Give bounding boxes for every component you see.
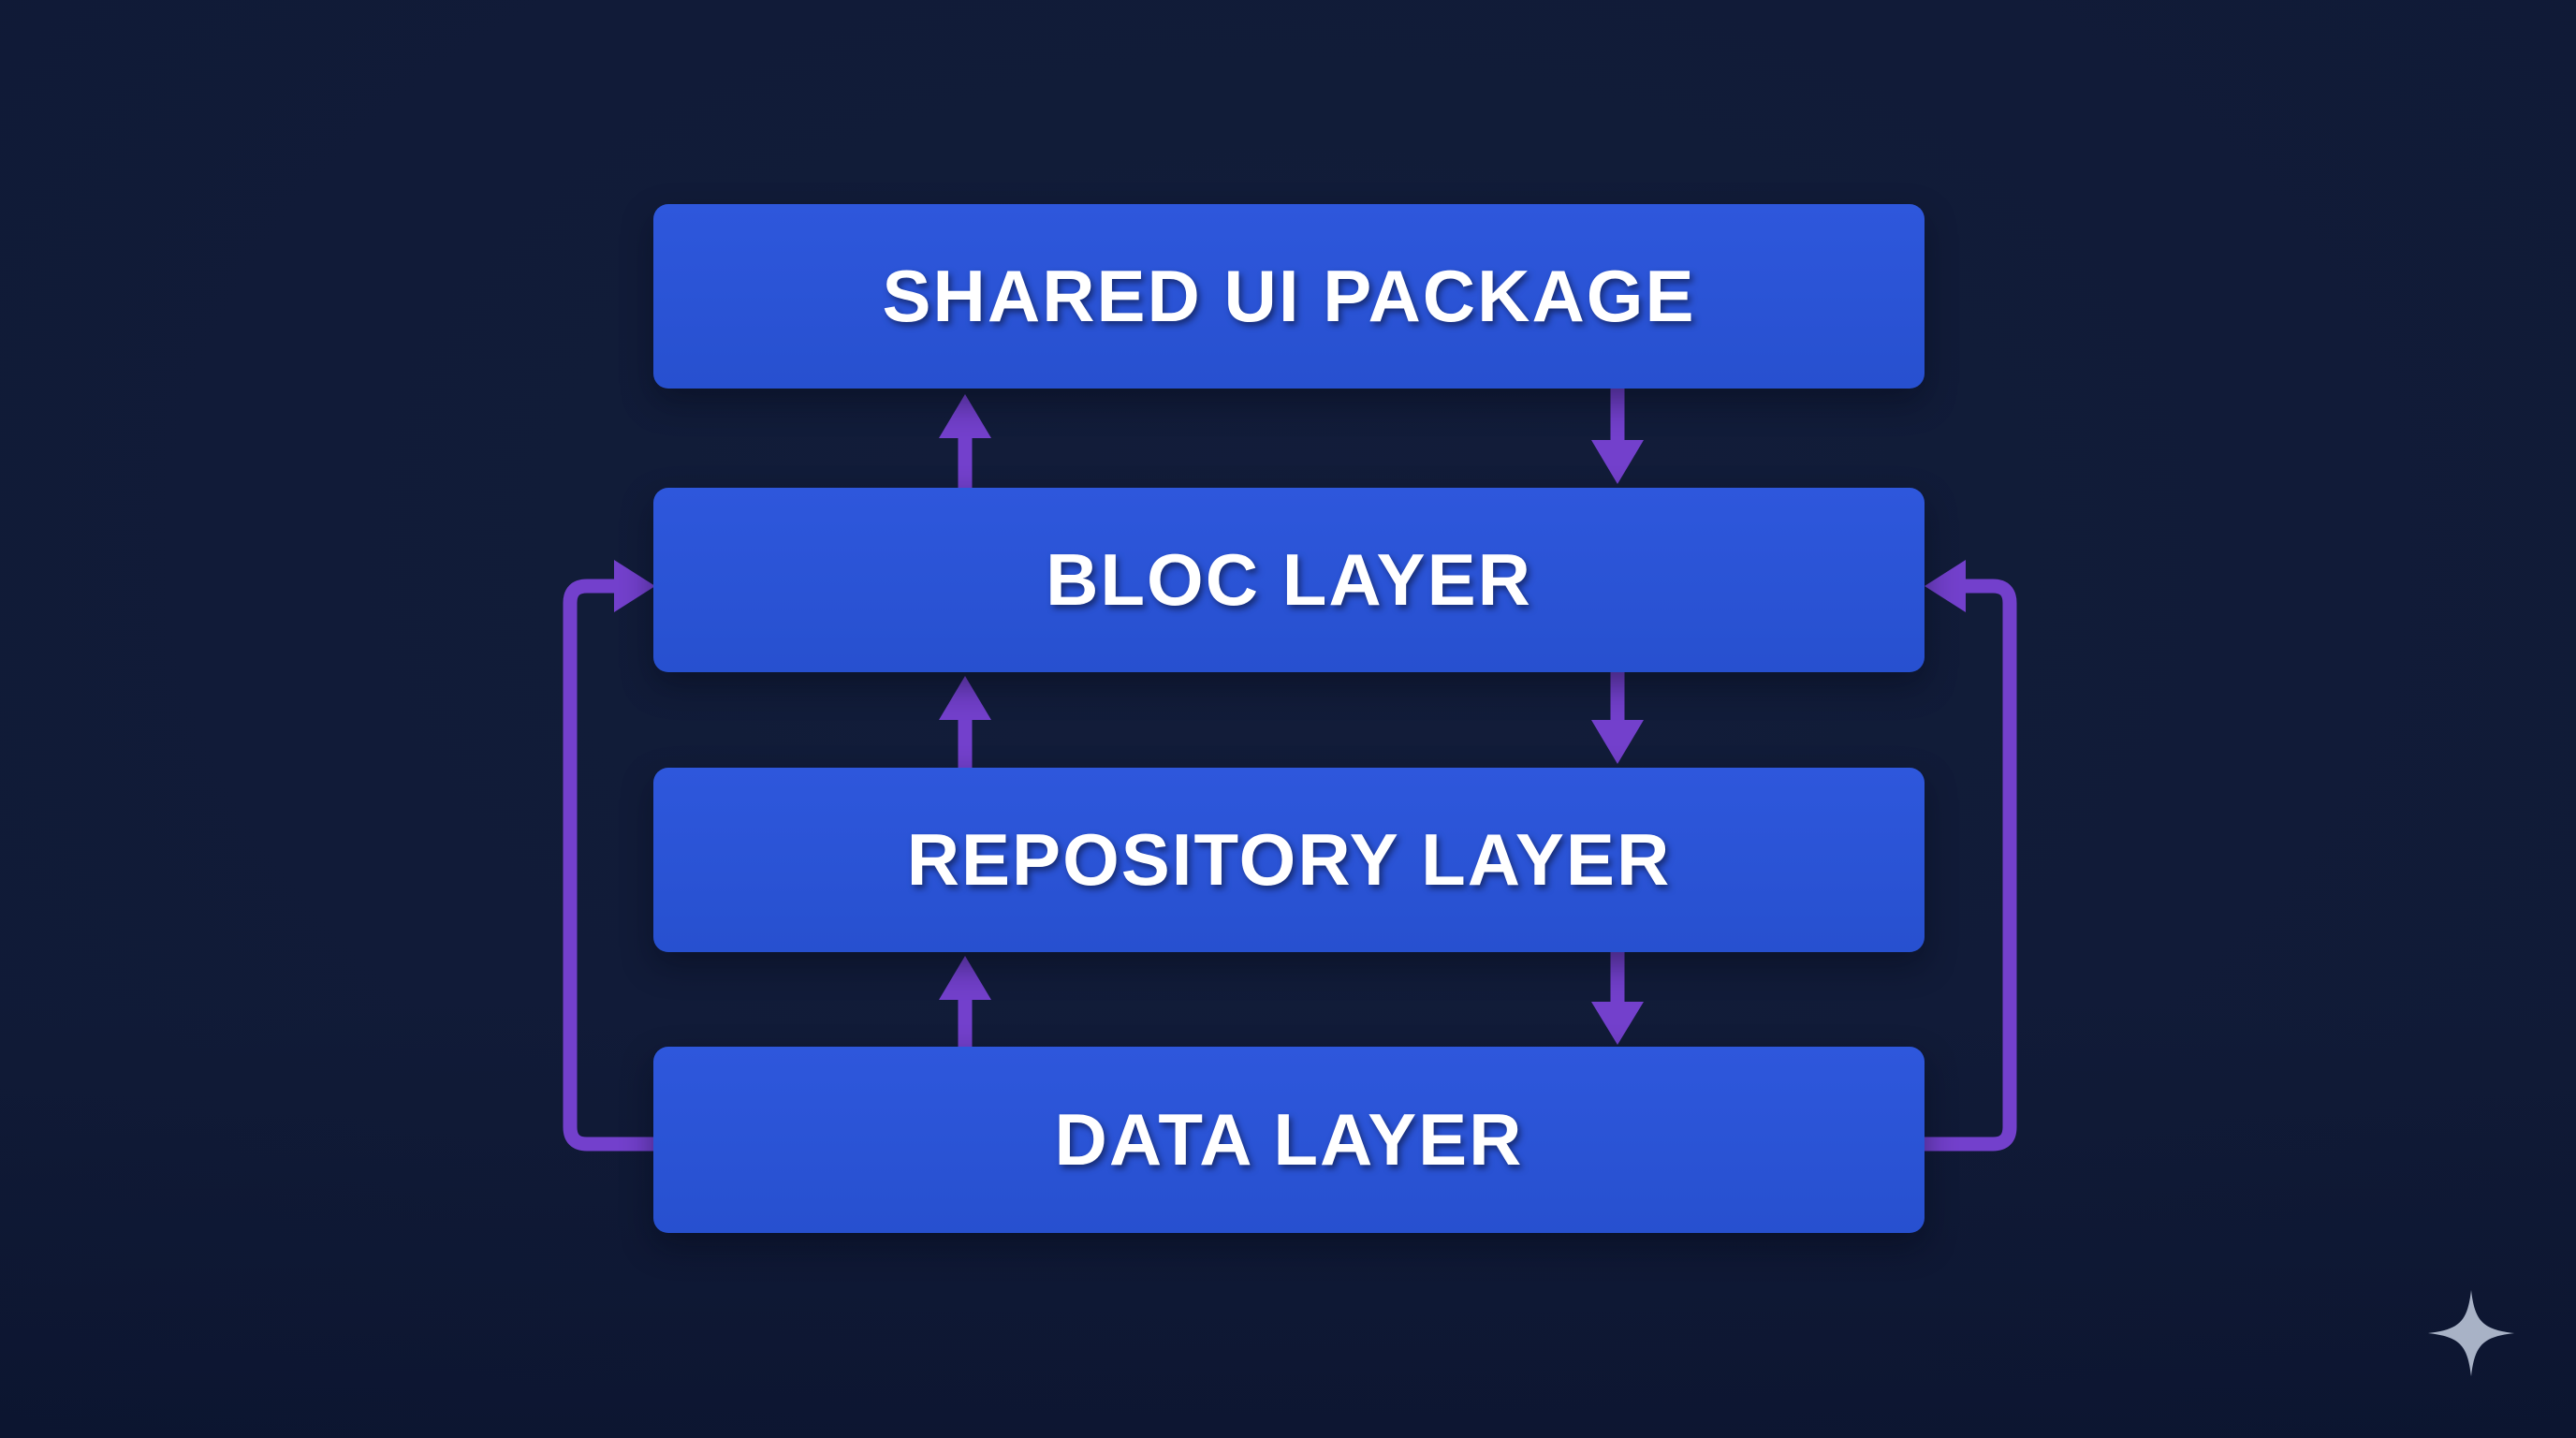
layer-box-repository-layer: REPOSITORY LAYER [653,768,1925,952]
layer-label-shared-ui-package: SHARED UI PACKAGE [882,255,1696,337]
layer-box-data-layer: DATA LAYER [653,1047,1925,1233]
layer-box-shared-ui-package: SHARED UI PACKAGE [653,204,1925,389]
arrow-down-shared-ui-to-bloc [1591,388,1644,484]
layer-label-bloc-layer: BLOC LAYER [1046,538,1532,621]
arrow-up-bloc-to-shared-ui [939,394,991,490]
arrow-down-bloc-to-repository [1591,670,1644,764]
sparkle-icon [2427,1289,2515,1377]
layer-label-data-layer: DATA LAYER [1054,1098,1524,1181]
loop-arrow-data-to-bloc-right [1925,560,2017,1152]
arrow-down-repository-to-data [1591,952,1644,1045]
layer-label-repository-layer: REPOSITORY LAYER [906,818,1672,901]
arrow-up-data-to-repository [939,956,991,1049]
arrow-up-repository-to-bloc [939,676,991,770]
loop-arrow-data-to-bloc-left [563,560,655,1152]
layer-box-bloc-layer: BLOC LAYER [653,488,1925,672]
